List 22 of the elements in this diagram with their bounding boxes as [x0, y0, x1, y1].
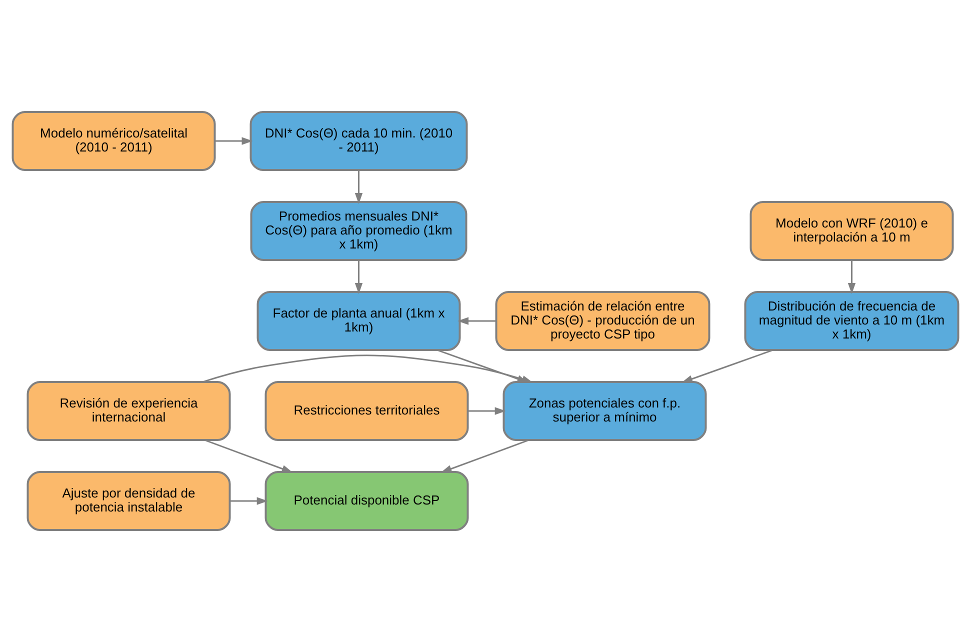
arrow [354, 260, 363, 294]
arrow [204, 438, 293, 472]
node-box: Promedios mensuales DNI* Cos(Θ) para año promedio (1km x 1km) [250, 200, 468, 260]
arrow [440, 438, 530, 472]
node-box: DNI* Cos(Θ) cada 10 min. (2010 - 2011) [250, 110, 468, 170]
node-box: Modelo con WRF (2010) e interpolación a 10 m [750, 200, 954, 260]
node-box: Estimación de relación entre DNI* Cos(Θ) - producción de un proyecto CSP tipo [495, 290, 710, 350]
node-box: Ajuste por densidad de potencia instalable [26, 470, 231, 530]
node-box: Distribución de frecuencia de magnitud de viento a 10 m (1km x 1km) [744, 290, 960, 350]
node-box: Factor de planta anual (1km x 1km) [256, 290, 461, 350]
arrow [468, 406, 506, 414]
node-box: Zonas potenciales con f.p. superior a mínimo [502, 380, 707, 440]
arrow [848, 260, 856, 294]
node-box: Modelo numérico/satelital (2010 - 2011) [12, 110, 216, 170]
node-box: Revisión de experiencia internacional [26, 380, 231, 440]
node-box: Restricciones territoriales [264, 380, 469, 440]
arrow [354, 170, 363, 204]
node-box: Potencial disponible CSP [264, 470, 469, 530]
arrow [458, 316, 496, 324]
arrow [682, 348, 774, 382]
arrow [215, 136, 253, 144]
arrow [230, 496, 268, 504]
